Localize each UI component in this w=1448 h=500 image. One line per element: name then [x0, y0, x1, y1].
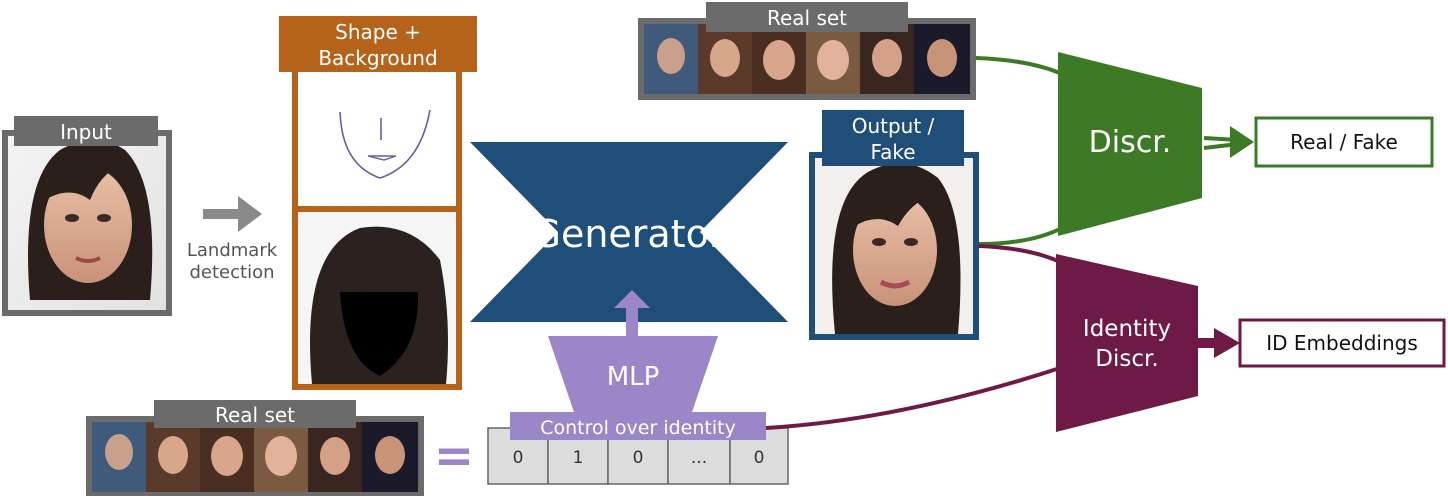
shape-background-tab: Shape + Background [279, 16, 477, 72]
output-to-discr-connector [978, 226, 1063, 246]
output-image [809, 152, 979, 340]
identity-to-embeddings-arrow [1198, 328, 1240, 358]
control-identity-tab: Control over identity [510, 412, 766, 440]
output-line1: Output / [852, 114, 935, 138]
generator-block: Generator [470, 142, 788, 322]
identity-discriminator-block: Identity Discr. [1056, 254, 1198, 432]
face-thumbnails [644, 24, 970, 94]
id-embeddings-label: ID Embeddings [1266, 331, 1418, 355]
control-to-identity-connector [765, 366, 1061, 430]
real-set-top: Real set [638, 2, 976, 100]
generator-label: Generator [532, 212, 725, 256]
input-label-tab: Input [14, 116, 158, 146]
real-fake-label: Real / Fake [1290, 130, 1398, 154]
onehot-cell: 0 [633, 448, 644, 468]
onehot-cell: ... [691, 448, 707, 468]
discr-to-realfake-arrow [1203, 126, 1254, 158]
onehot-cell: 1 [573, 448, 584, 468]
landmark-label-line2: detection [189, 262, 274, 283]
onehot-cell: 0 [754, 448, 765, 468]
output-line2: Fake [870, 140, 915, 164]
landmark-label-line1: Landmark [187, 240, 278, 261]
output-to-identity-connector [978, 244, 1061, 264]
real-set-bottom-label: Real set [215, 403, 295, 427]
mlp-block: MLP [548, 336, 718, 412]
identity-discr-line2: Discr. [1095, 346, 1158, 372]
shape-background-panel [292, 70, 462, 390]
identity-discr-line1: Identity [1083, 316, 1171, 342]
landmark-sketch [339, 109, 431, 179]
landmark-arrow [203, 196, 262, 232]
input-label: Input [60, 120, 112, 144]
real-set-bottom: Real set [86, 400, 424, 496]
control-label: Control over identity [540, 417, 736, 439]
face-mask [340, 292, 419, 376]
discr-label: Discr. [1089, 125, 1172, 160]
face-thumbnails [92, 422, 418, 492]
output-label-tab: Output / Fake [822, 110, 964, 166]
real-set-top-label: Real set [767, 6, 847, 30]
input-image [2, 130, 172, 316]
real-fake-box: Real / Fake [1254, 116, 1434, 168]
onehot-cell: 0 [513, 448, 524, 468]
realset-to-discr-connector [975, 56, 1063, 76]
discriminator-block: Discr. [1058, 52, 1202, 236]
mlp-to-generator-arrow [614, 290, 650, 338]
shape-bg-line1: Shape + [335, 20, 421, 44]
shape-bg-line2: Background [318, 46, 437, 70]
id-embeddings-box: ID Embeddings [1238, 318, 1446, 368]
equals-sign: = [434, 428, 474, 484]
mlp-label: MLP [607, 362, 660, 392]
